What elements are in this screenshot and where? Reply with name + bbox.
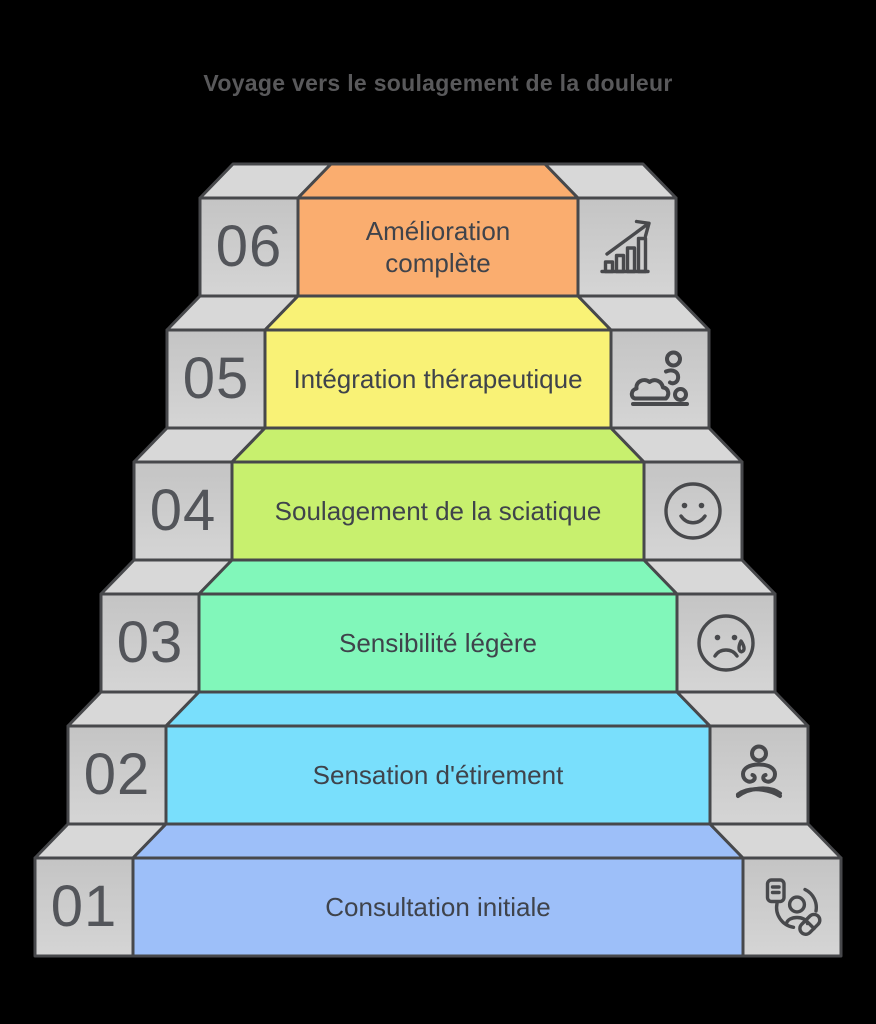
- step-02-label: Sensation d'étirement: [312, 759, 564, 790]
- step-06-center-front-face: [296, 196, 580, 298]
- step-05-center-front-face: [263, 328, 613, 430]
- step-06-left-cap-front-face: [198, 196, 300, 298]
- step-03-label: Sensibilité légère: [338, 627, 537, 658]
- step-03-center-top-face: [197, 558, 679, 596]
- step-05-icon-cell: [611, 330, 709, 428]
- meditation-pose-icon: [736, 744, 782, 798]
- step-01-center-top-face: [131, 822, 745, 860]
- step-06-label: Amélioration complète: [365, 215, 511, 279]
- doctor-consultation-icon: [765, 878, 822, 936]
- step-06-number: 06: [215, 214, 283, 279]
- step-03-left-cap-front-face: [99, 592, 201, 694]
- step-02-block: [66, 690, 810, 826]
- step-02-center-top-face: [164, 690, 712, 728]
- massage-therapy-icon: [629, 350, 689, 406]
- step-04-number: 04: [149, 478, 217, 543]
- step-05-label: Intégration thérapeutique: [293, 363, 583, 394]
- step-01-label: Consultation initiale: [325, 891, 551, 922]
- step-05-number: 05: [182, 346, 250, 411]
- step-04-label: Soulagement de la sciatique: [274, 495, 602, 526]
- step-06-block: [198, 162, 678, 298]
- step-04-block: [132, 426, 744, 562]
- growth-chart-icon: [600, 219, 651, 274]
- step-04-icon-cell: [644, 462, 742, 560]
- step-03-number: 03: [116, 610, 184, 675]
- step-01-number: 01: [50, 874, 118, 939]
- step-05-center-top-face: [263, 294, 613, 332]
- sad-face-tear-icon: [697, 614, 755, 672]
- step-03-icon-cell: [677, 594, 775, 692]
- step-02-number: 02: [83, 742, 151, 807]
- step-01-right-cap-front-face: [741, 856, 843, 958]
- step-06-center-top-face: [296, 162, 580, 200]
- step-03-block: [99, 558, 777, 694]
- step-04-left-cap-front-face: [132, 460, 234, 562]
- smiley-face-icon: [664, 482, 722, 540]
- step-05-block: [165, 294, 711, 430]
- step-02-right-cap-front-face: [708, 724, 810, 826]
- step-06-icon-cell: [578, 198, 676, 296]
- step-03-center-front-face: [197, 592, 679, 694]
- step-05-left-cap-front-face: [165, 328, 267, 430]
- step-04-center-front-face: [230, 460, 646, 562]
- step-03-right-cap-front-face: [675, 592, 777, 694]
- step-04-center-top-face: [230, 426, 646, 464]
- step-01-center-front-face: [131, 856, 745, 958]
- infographic-title: Voyage vers le soulagement de la douleur: [203, 70, 673, 96]
- step-01-icon-cell: [743, 858, 841, 956]
- step-02-icon-cell: [710, 726, 808, 824]
- step-02-left-cap-front-face: [66, 724, 168, 826]
- step-04-right-cap-front-face: [642, 460, 744, 562]
- step-01-block: [33, 822, 843, 958]
